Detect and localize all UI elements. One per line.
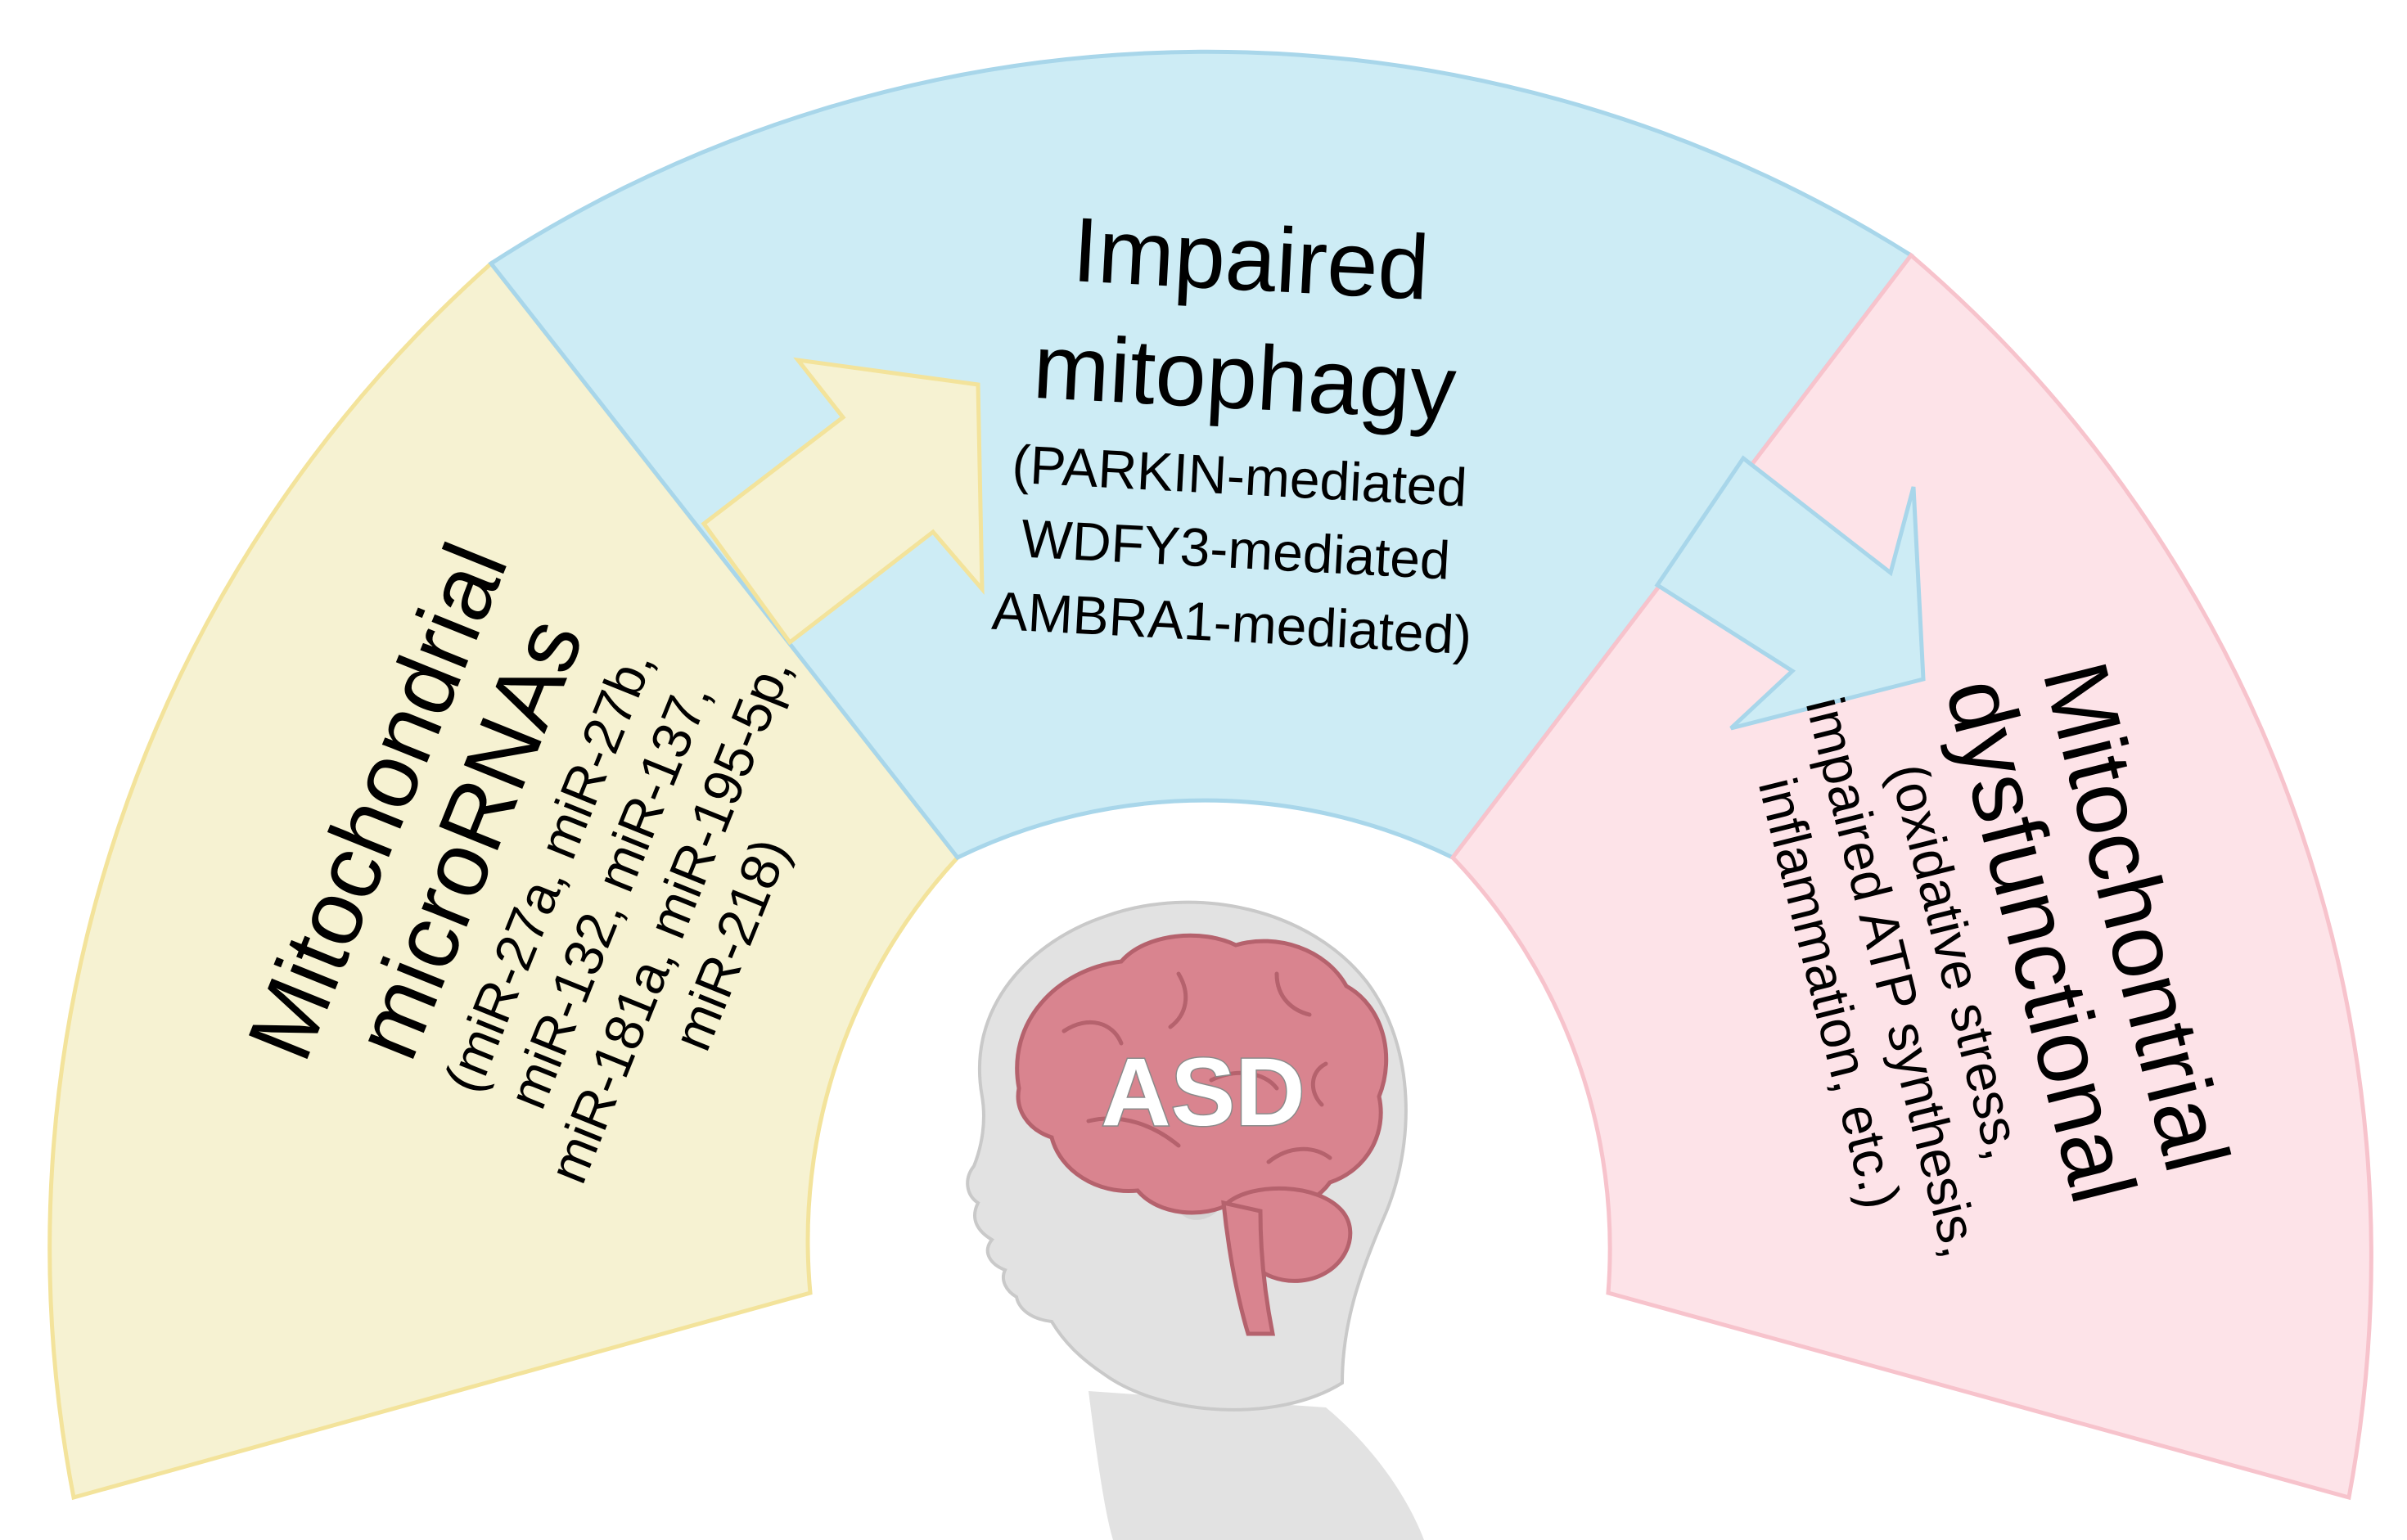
center-label: ASD: [1101, 1038, 1305, 1146]
sector-middle-shape: [488, 49, 1914, 861]
sector-middle: [488, 49, 1914, 861]
infant-body: [1089, 1391, 1424, 1540]
middle-title-line-2: mitophagy: [1031, 315, 1459, 439]
brainstem-shape: [1221, 1200, 1276, 1336]
sector-left: [47, 260, 961, 1501]
arrow-left-to-middle: [701, 357, 985, 646]
arrow-right-icon: [701, 357, 985, 646]
middle-title-line-1: Impaired: [1071, 198, 1432, 319]
brain-folds: [1062, 971, 1332, 1164]
brain-shape: [1015, 933, 1389, 1215]
sector-left-shape: [47, 260, 961, 1501]
arrow-middle-to-right: [1654, 455, 1926, 731]
arrow-down-right-icon: [1654, 455, 1926, 731]
infant-brain-icon: ASD: [966, 900, 1424, 1540]
